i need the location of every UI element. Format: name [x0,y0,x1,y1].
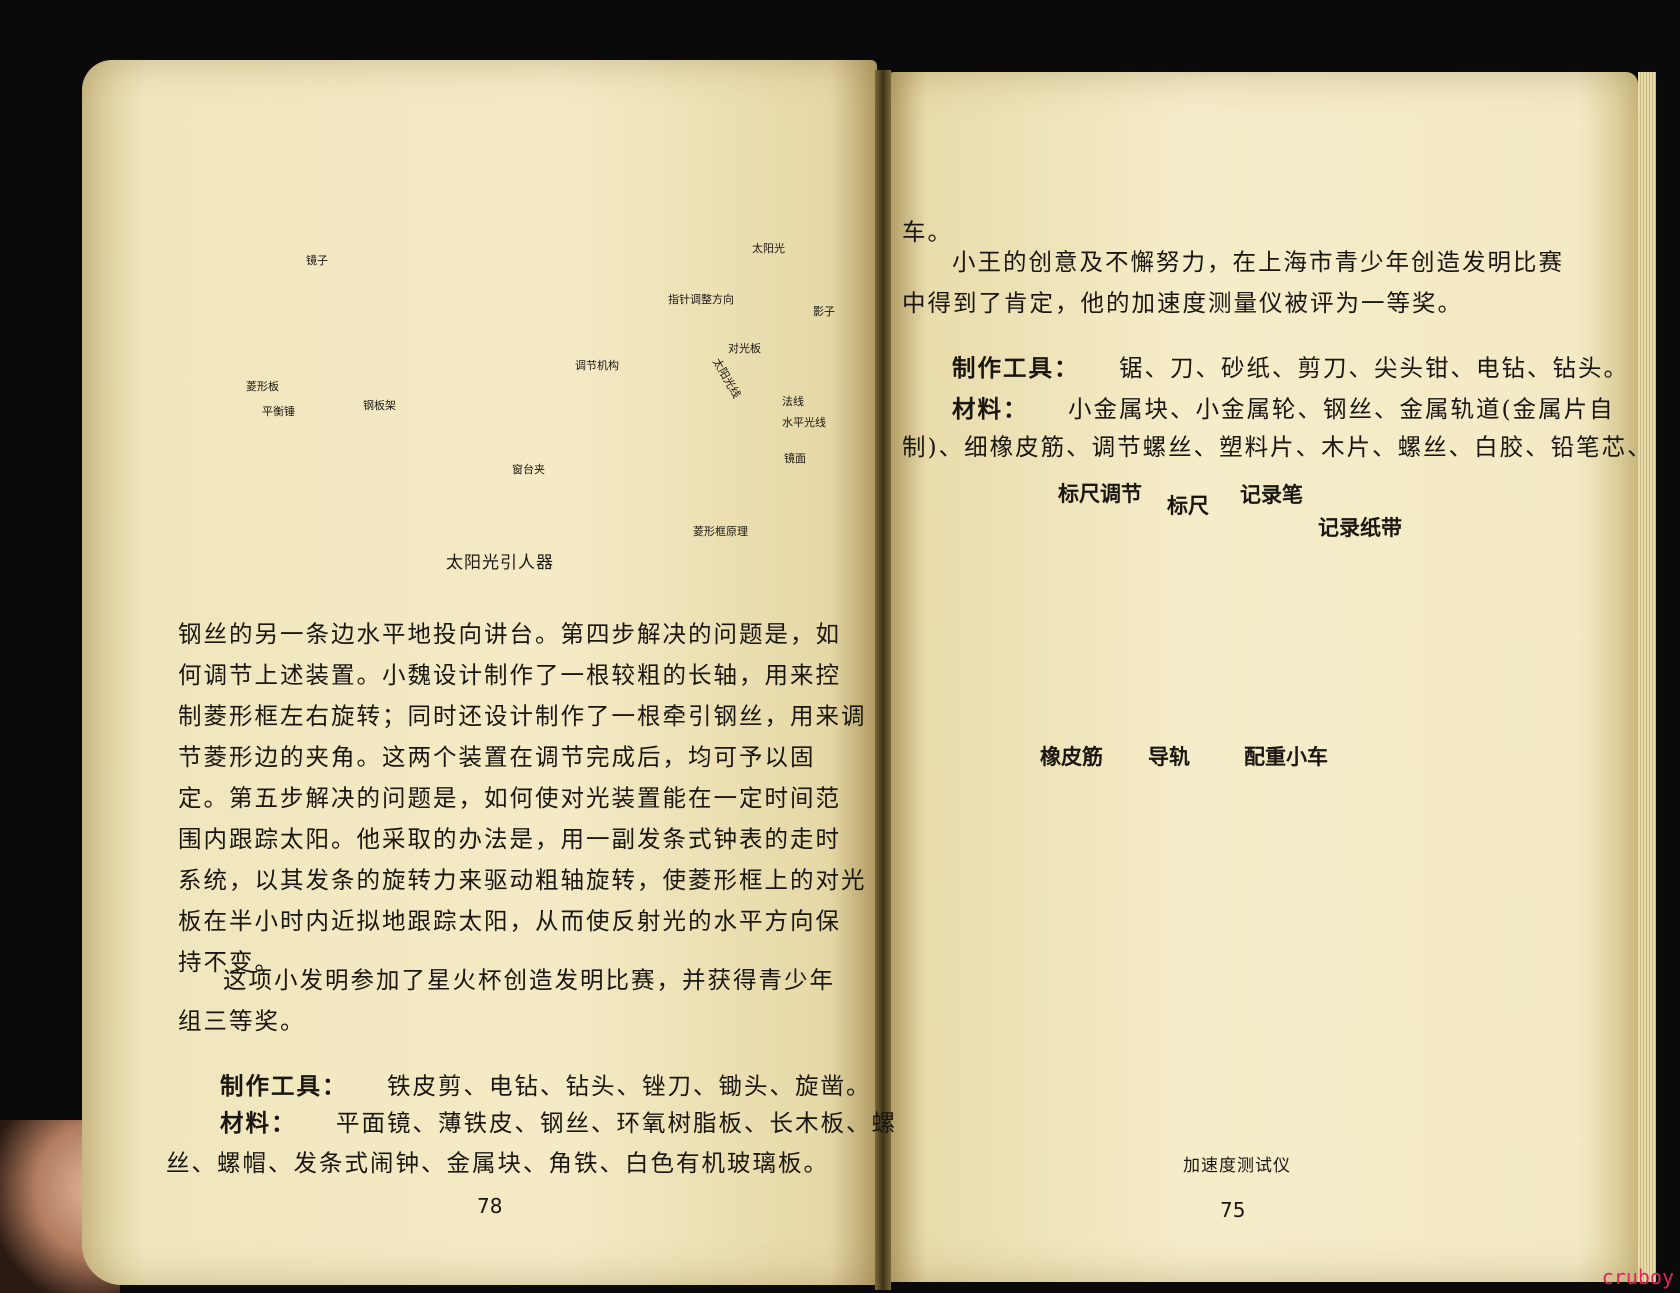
left-paragraph: 钢丝的另一条边水平地投向讲台。第四步解决的问题是，如 何调节上述装置。小魏设计制… [178,614,867,983]
label-align-plate: 对光板 [728,342,761,355]
label-cart: 配重小车 [1244,745,1328,769]
tools-text: 铁皮剪、电钻、钻头、锉刀、锄头、旋凿。 [386,1072,872,1100]
label-sunlight: 太阳光 [752,242,785,255]
left-tools: 制作工具： 铁皮剪、电钻、钻头、锉刀、锄头、旋凿。 [220,1066,871,1107]
label-rail: 导轨 [1148,745,1190,769]
label-counterweight: 平衡锤 [262,405,295,418]
left-materials-cont: 丝、螺帽、发条式闹钟、金属块、角铁、白色有机玻璃板。 [166,1149,829,1177]
figure-caption-left: 太阳光引人器 [446,553,554,573]
left-materials: 材料： 平面镜、薄铁皮、钢丝、环氧树脂板、长木板、螺 [220,1103,897,1144]
watermark: cruboy [1601,1265,1674,1289]
text-line: 制菱形框左右旋转；同时还设计制作了一根牵引钢丝，用来调 [178,702,867,730]
text-line: 持不变。 [178,948,280,976]
materials-label: 材料： [952,395,1029,423]
text-line: 系统，以其发条的旋转力来驱动粗轴旋转，使菱形框上的对光 [178,866,867,894]
label-paper: 记录纸带 [1318,516,1402,540]
text-line: 何调节上述装置。小魏设计制作了一根较粗的长轴，用来控 [178,661,841,689]
page-number-left: 78 [477,1194,503,1218]
label-ruler: 标尺 [1167,494,1209,518]
right-materials-cont: 制)、细橡皮筋、调节螺丝、塑料片、木片、螺丝、白胶、铅笔芯、 [902,433,1653,461]
figure-caption-right: 加速度测试仪 [1183,1156,1291,1176]
text-line: 定。第五步解决的问题是，如何使对光装置能在一定时间范 [178,784,841,812]
label-mirror-surface: 镜面 [784,452,806,465]
label-ruler-adjust: 标尺调节 [1058,482,1142,506]
materials-text: 小金属块、小金属轮、钢丝、金属轨道(金属片自 [1067,395,1615,423]
label-principle: 菱形框原理 [693,525,748,538]
tools-label: 制作工具： [952,354,1080,382]
label-rhombus: 菱形板 [246,380,279,393]
page-edges [1638,72,1656,1282]
left-award: 这项小发明参加了星火杯创造发明比赛，并获得青少年 组三等奖。 [178,960,835,1042]
text-line: 围内跟踪太阳。他采取的办法是，用一副发条式钟表的走时 [178,825,841,853]
right-materials: 材料： 小金属块、小金属轮、钢丝、金属轨道(金属片自 [952,389,1615,430]
text-line: 小王的创意及不懈努力，在上海市青少年创造发明比赛 [952,248,1564,276]
text-line: 钢丝的另一条边水平地投向讲台。第四步解决的问题是，如 [178,620,841,648]
label-window-clamp: 窗台夹 [512,463,545,476]
tools-text: 锯、刀、砂纸、剪刀、尖头钳、电钻、钻头。 [1118,354,1629,382]
page-number-right: 75 [1220,1198,1246,1222]
right-award: 小王的创意及不懈努力，在上海市青少年创造发明比赛 中得到了肯定，他的加速度测量仪… [902,242,1564,324]
right-page [888,72,1638,1282]
left-page [82,60,877,1285]
label-rubber: 橡皮筋 [1040,745,1103,769]
text-line: 中得到了肯定，他的加速度测量仪被评为一等奖。 [902,289,1463,317]
text-line: 板在半小时内近拟地跟踪太阳，从而使反射光的水平方向保 [178,907,841,935]
label-shadow: 影子 [813,305,835,318]
book-gutter [875,70,891,1290]
label-pointer-dir: 指针调整方向 [668,293,734,306]
right-tools: 制作工具： 锯、刀、砂纸、剪刀、尖头钳、电钻、钻头。 [952,348,1629,389]
label-pen: 记录笔 [1240,483,1303,507]
materials-text: 平面镜、薄铁皮、钢丝、环氧树脂板、长木板、螺 [335,1109,897,1137]
text-line: 组三等奖。 [178,1007,306,1035]
tools-label: 制作工具： [220,1072,348,1100]
label-mirror: 镜子 [306,254,328,267]
label-horizontal: 水平光线 [782,416,826,429]
materials-label: 材料： [220,1109,297,1137]
label-adjust: 调节机构 [575,359,619,372]
text-line: 这项小发明参加了星火杯创造发明比赛，并获得青少年 [223,966,835,994]
label-steel-frame: 钢板架 [363,399,396,412]
text-line: 节菱形边的夹角。这两个装置在调节完成后，均可予以固 [178,743,816,771]
right-top-fragment: 车。 [902,218,953,246]
label-normal: 法线 [782,395,804,408]
